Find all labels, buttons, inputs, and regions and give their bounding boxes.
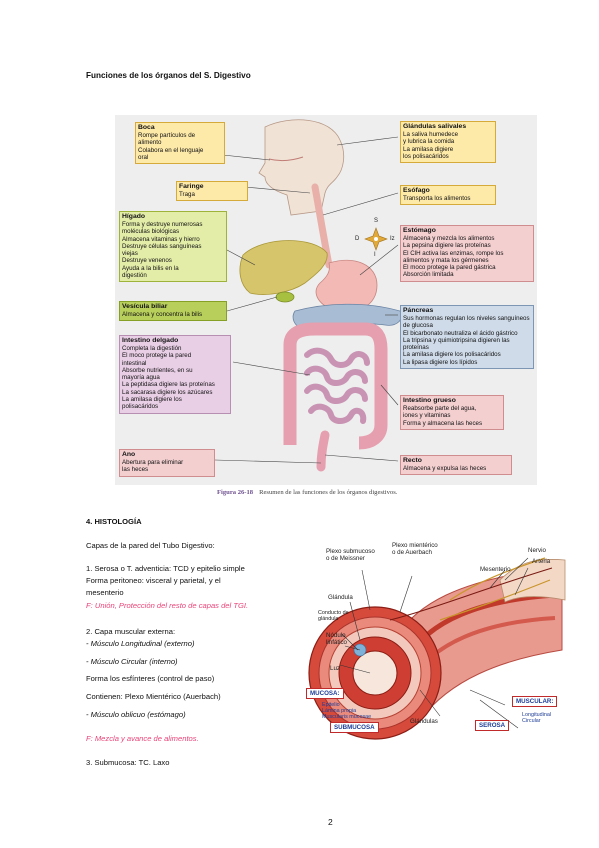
label-nodulo: Nódulo linfático xyxy=(326,632,347,646)
label-intestino-delgado: Intestino delgado Completa la digestión … xyxy=(119,335,231,414)
gut-wall-illustration xyxy=(308,557,566,740)
figure-caption-number: Figura 26-18 xyxy=(217,489,254,496)
label-esofago-desc: Transporta los alimentos xyxy=(403,195,471,202)
page-number: 2 xyxy=(328,817,333,827)
serosa-line-3: mesenterio xyxy=(86,588,124,597)
label-higado-title: Hígado xyxy=(122,213,146,220)
label-submucosa: SUBMUCOSA xyxy=(330,722,379,733)
serosa-line-2: Forma peritoneo: visceral y parietal, y … xyxy=(86,576,221,585)
label-pancreas: Páncreas Sus hormonas regulan los nivele… xyxy=(400,305,534,370)
page-heading: Funciones de los órganos del S. Digestiv… xyxy=(86,71,251,80)
label-vesicula: Vesícula biliar Almacena y concentra la … xyxy=(119,301,227,322)
compass-south: I xyxy=(374,252,376,258)
label-recto-desc: Almacena y expulsa las heces xyxy=(403,465,487,472)
submucosa-line: 3. Submucosa: TC. Laxo xyxy=(86,758,170,767)
label-intestino-delgado-title: Intestino delgado xyxy=(122,337,179,344)
compass-west: D xyxy=(355,236,360,242)
label-recto-title: Recto xyxy=(403,457,422,464)
label-glandulas: Glándulas xyxy=(410,718,438,725)
label-boca: Boca Rompe partículos de alimento Colabo… xyxy=(135,122,225,165)
label-faringe-title: Faringe xyxy=(179,183,204,190)
figure-caption: Figura 26-18 Resumen de las funciones de … xyxy=(217,489,397,496)
label-plexo-submucoso: Plexo submucoso o de Meissner xyxy=(326,548,375,562)
label-recto: Recto Almacena y expulsa las heces xyxy=(400,455,512,476)
muscular-line-6: - Músculo oblicuo (estómago) xyxy=(86,710,186,719)
label-ano-desc: Abertura para eliminar las heces xyxy=(122,459,184,474)
label-faringe-desc: Traga xyxy=(179,191,195,198)
label-higado-desc: Forma y destruye numerosas moléculas bio… xyxy=(122,221,203,280)
label-intestino-grueso: Intestino grueso Reabsorbe parte del agu… xyxy=(400,395,504,430)
muscular-line-2: - Músculo Longitudinal (externo) xyxy=(86,639,195,648)
histology-diagram: Plexo submucoso o de Meissner Plexo mien… xyxy=(300,540,570,772)
label-intestino-delgado-desc: Completa la digestión El moco protege la… xyxy=(122,345,215,411)
label-glandulas-title: Glándulas salivales xyxy=(403,123,467,130)
label-glandulas-desc: La saliva humedece y lubrica la comida L… xyxy=(403,131,459,160)
label-vesicula-title: Vesícula biliar xyxy=(122,303,168,310)
muscular-line-1: 2. Capa muscular externa: xyxy=(86,627,176,636)
label-nervio: Nervio xyxy=(528,547,546,554)
figure-caption-text: Resumen de las funciones de los órganos … xyxy=(259,489,398,496)
section-title: 4. HISTOLOGÍA xyxy=(86,517,142,526)
label-boca-desc: Rompe partículos de alimento Colabora en… xyxy=(138,132,204,161)
label-esofago-title: Esófago xyxy=(403,187,430,194)
label-mesenterio: Mesenterio xyxy=(480,566,511,573)
label-esofago: Esófago Transporta los alimentos xyxy=(400,185,496,206)
muscular-line-3: - Músculo Circular (interno) xyxy=(86,657,178,666)
digestive-system-figure: S I D Iz Boca Rompe partículos de alimen… xyxy=(115,115,537,485)
label-boca-title: Boca xyxy=(138,124,155,131)
muscular-line-5: Contienen: Plexo Mientérico (Auerbach) xyxy=(86,692,221,701)
label-pancreas-title: Páncreas xyxy=(403,307,434,314)
label-intestino-grueso-title: Intestino grueso xyxy=(403,397,456,404)
label-serosa: SEROSA xyxy=(475,720,510,731)
label-conducto: Conducto de glándula xyxy=(318,610,349,622)
label-glandulas: Glándulas salivales La saliva humedece y… xyxy=(400,121,496,164)
compass-east: Iz xyxy=(390,236,395,242)
label-mucosa: MUCOSA: xyxy=(306,688,344,699)
muscular-note: F: Mezcla y avance de alimentos. xyxy=(86,734,199,743)
label-luz: Luz xyxy=(330,665,340,672)
label-vesicula-desc: Almacena y concentra la bilis xyxy=(122,311,203,318)
label-muscular: MUSCULAR: xyxy=(512,696,558,707)
label-estomago-desc: Almacena y mezcla los alimentos La pepsi… xyxy=(403,235,504,279)
label-pancreas-desc: Sus hormonas regulan los niveles sanguín… xyxy=(403,315,530,366)
label-higado: Hígado Forma y destruye numerosas molécu… xyxy=(119,211,227,283)
digestive-system-illustration xyxy=(214,119,402,472)
serosa-line-1: 1. Serosa o T. adventicia: TCD y epiteli… xyxy=(86,564,245,573)
label-arteria: Arteria xyxy=(532,558,551,565)
label-faringe: Faringe Traga xyxy=(176,181,248,202)
label-ano: Ano Abertura para eliminar las heces xyxy=(119,449,215,477)
compass-icon xyxy=(364,227,388,251)
section-intro: Capas de la pared del Tubo Digestivo: xyxy=(86,541,215,550)
label-estomago: Estómago Almacena y mezcla los alimentos… xyxy=(400,225,534,282)
serosa-note: F: Unión, Protección del resto de capas … xyxy=(86,601,249,610)
label-muscular-sub: Longitudinal Circular xyxy=(522,712,552,725)
label-ano-title: Ano xyxy=(122,451,136,458)
muscular-line-4: Forma los esfínteres (control de paso) xyxy=(86,674,215,683)
compass-north: S xyxy=(374,218,379,224)
label-plexo-mienterico: Plexo mientérico o de Auerbach xyxy=(392,542,438,556)
label-mucosa-sub: Epitelio Lámina propia Muscularis mucosa… xyxy=(322,702,372,721)
label-intestino-grueso-desc: Reabsorbe parte del agua, iones y vitami… xyxy=(403,405,483,427)
label-estomago-title: Estómago xyxy=(403,227,436,234)
label-glandula: Glándula xyxy=(328,594,353,601)
